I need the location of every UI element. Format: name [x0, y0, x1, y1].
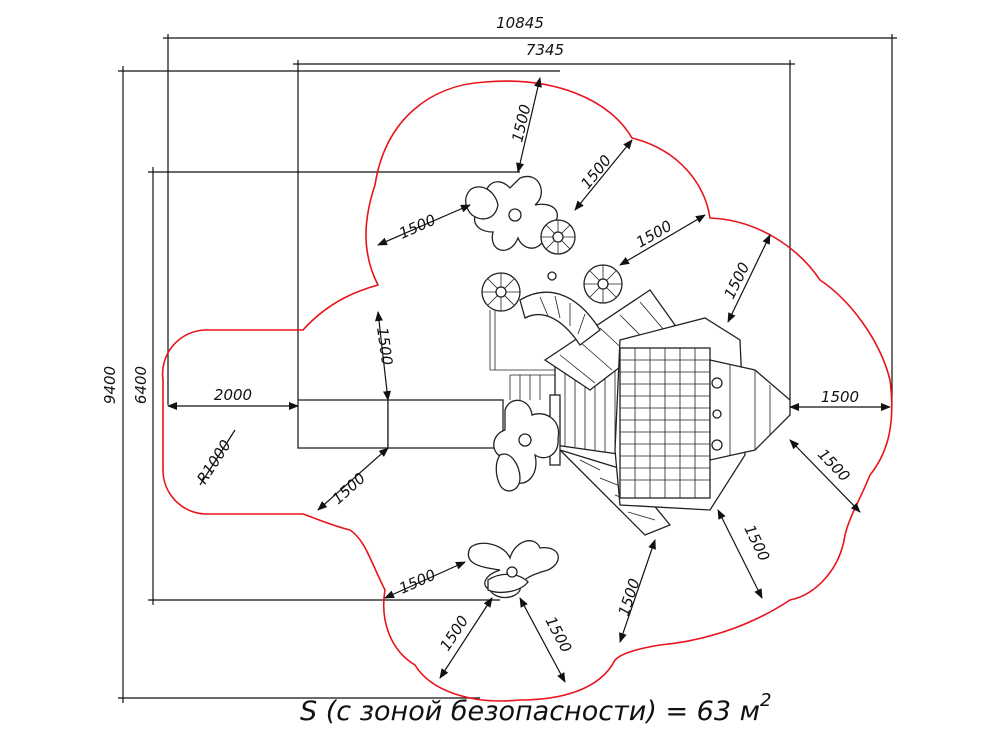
safety-dim-6-label: 1500 — [373, 326, 396, 366]
safety-dim-3: 1500 — [377, 204, 471, 246]
tower-structure — [489, 289, 791, 536]
platform-height-label: 6400 — [132, 366, 150, 404]
overall-width-label: 10845 — [496, 14, 544, 32]
safety-zone-outline — [161, 80, 893, 702]
safety-dim-2: 1500 — [574, 139, 633, 211]
safety-dim-4: 1500 — [619, 214, 706, 266]
safety-dim-12-label: 1500 — [396, 566, 438, 598]
safety-dim-3-label: 1500 — [396, 211, 438, 243]
safety-dim-13-label: 1500 — [436, 612, 472, 654]
radius-dimension: R1000 — [193, 429, 236, 488]
platform-height-dimension: 6400 — [132, 167, 520, 605]
area-caption-text: S (с зоной безопасности) = 63 м — [300, 696, 760, 727]
safety-dim-11: 1500 — [615, 539, 656, 643]
flower-top-large — [465, 175, 558, 251]
safety-dim-7: 1500 — [789, 388, 891, 411]
flower-right — [583, 264, 623, 304]
flower-left — [481, 271, 557, 312]
overall-height-label: 9400 — [101, 366, 119, 404]
safety-dim-1-label: 1500 — [508, 103, 534, 144]
safety-dim-5: 1500 — [720, 234, 771, 323]
safety-dim-12: 1500 — [384, 561, 466, 599]
safety-dim-14-label: 1500 — [541, 613, 575, 655]
safety-dim-6: 1500 — [373, 311, 396, 401]
safety-dim-13: 1500 — [436, 597, 493, 679]
safety-dim-1: 1500 — [508, 77, 542, 173]
area-caption: S (с зоной безопасности) = 63 м2 — [300, 690, 771, 727]
slide-chute — [297, 399, 504, 449]
flower-middle — [493, 399, 560, 492]
flower-top-small — [540, 219, 576, 255]
area-caption-superscript: 2 — [759, 690, 772, 711]
overall-height-dimension: 9400 — [101, 66, 560, 703]
overall-width-dimension: 10845 — [163, 14, 897, 405]
flower-bottom — [467, 540, 559, 599]
safety-dim-8: 1500 — [317, 447, 389, 511]
slide-offset-dimension: 2000 — [167, 386, 299, 410]
safety-dim-14: 1500 — [519, 597, 575, 683]
safety-dim-8-label: 1500 — [329, 469, 369, 508]
radius-label: R1000 — [193, 437, 235, 488]
platform-width-dimension: 7345 — [293, 41, 795, 400]
slide-offset-label: 2000 — [214, 386, 252, 404]
safety-dim-9-label: 1500 — [814, 445, 853, 485]
safety-dim-9: 1500 — [789, 439, 861, 513]
safety-dim-10-label: 1500 — [740, 522, 773, 564]
safety-dim-11-label: 1500 — [615, 576, 644, 618]
safety-dim-2-label: 1500 — [577, 152, 615, 193]
safety-dim-4-label: 1500 — [633, 217, 675, 252]
platform-width-label: 7345 — [526, 41, 564, 59]
safety-dim-7-label: 1500 — [821, 388, 859, 406]
safety-dim-10: 1500 — [717, 509, 773, 599]
